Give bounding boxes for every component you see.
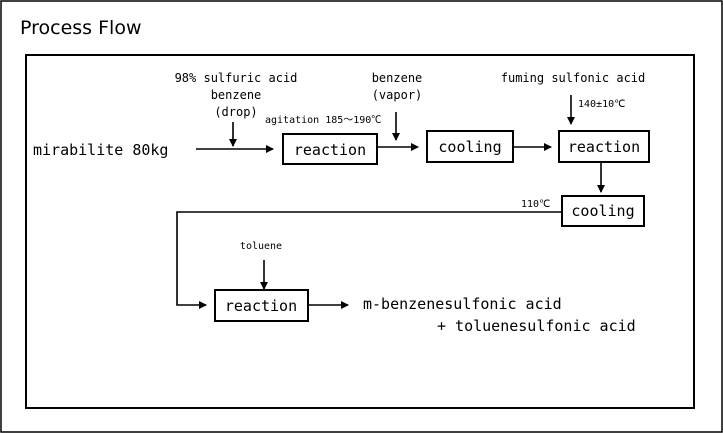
feed-drop-label: (drop) [214,105,257,119]
cooling-box-2 [561,195,645,227]
benzene-vapor-label: benzene [372,71,423,85]
toluene-label: toluene [240,241,282,252]
feed-benzene-label: benzene [211,88,262,102]
reaction-label-3: reaction [225,297,297,315]
reaction-box-2 [558,130,650,163]
fuming-sulfonic-acid-label: fuming sulfonic acid [501,71,646,85]
agitation-label: agitation 185〜190℃ [265,115,381,126]
product-line-2: + toluenesulfonic acid [437,317,636,335]
return-line-to-reaction3 [176,211,562,309]
cooling-label-2: cooling [571,202,634,220]
reaction-label-2: reaction [568,138,640,156]
reaction-label-1: reaction [294,141,366,159]
feed-sulfuric-acid-label: 98% sulfuric acid [175,71,298,85]
reaction-box-1 [282,133,378,165]
diagram-frame [25,54,695,409]
cooling-box-1 [426,130,514,163]
product-line-1: m-benzenesulfonic acid [363,295,562,313]
start-material-label: mirabilite 80kg [33,141,168,159]
temp-110-label: 110℃ [521,199,550,210]
vapor-label: (vapor) [372,88,423,102]
cooling-label-1: cooling [438,138,501,156]
diagram-title: Process Flow [20,17,142,39]
temp-140-label: 140±10℃ [578,99,625,110]
